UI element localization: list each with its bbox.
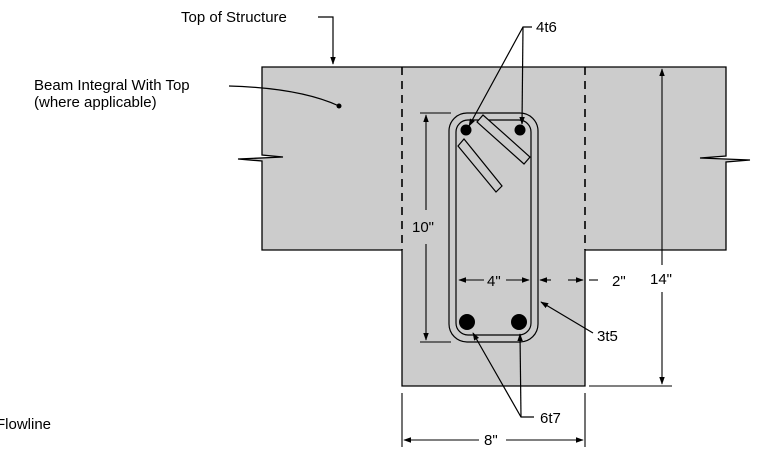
stirrup-label: 3t5 — [597, 328, 618, 345]
bottom-bars-leader-right — [517, 333, 523, 418]
bottom-bar-left — [459, 314, 475, 330]
flowline-label: Flowline — [0, 416, 51, 433]
beam-integral-leader — [228, 85, 340, 107]
stirrup-hook-upper — [476, 114, 531, 165]
dim-2-label: 2" — [612, 273, 626, 290]
dim-14-label: 14" — [650, 271, 672, 288]
bottom-bars-label: 6t7 — [540, 410, 561, 427]
top-bars-label: 4t6 — [536, 19, 557, 36]
stirrup-outer — [448, 112, 539, 343]
dim-4-label: 4" — [487, 273, 501, 290]
stirrup-inner — [455, 119, 532, 336]
dim-10-label: 10" — [412, 219, 434, 236]
top-bars-leader-right — [519, 26, 525, 125]
dim-8-label: 8" — [484, 432, 498, 449]
stirrup-leader — [540, 301, 594, 334]
concrete-section — [237, 66, 751, 387]
beam-integral-label-line2: (where applicable) — [34, 94, 157, 111]
stirrup-hook-lower — [457, 138, 503, 193]
beam-integral-label-line1: Beam Integral With Top — [34, 77, 190, 94]
top-of-structure-label: Top of Structure — [181, 9, 287, 26]
top-bar-right — [514, 124, 526, 136]
bottom-bar-right — [511, 314, 527, 330]
top-of-structure-leader — [318, 16, 336, 65]
beam-integral-dot — [336, 103, 342, 109]
top-bar-left — [460, 124, 472, 136]
